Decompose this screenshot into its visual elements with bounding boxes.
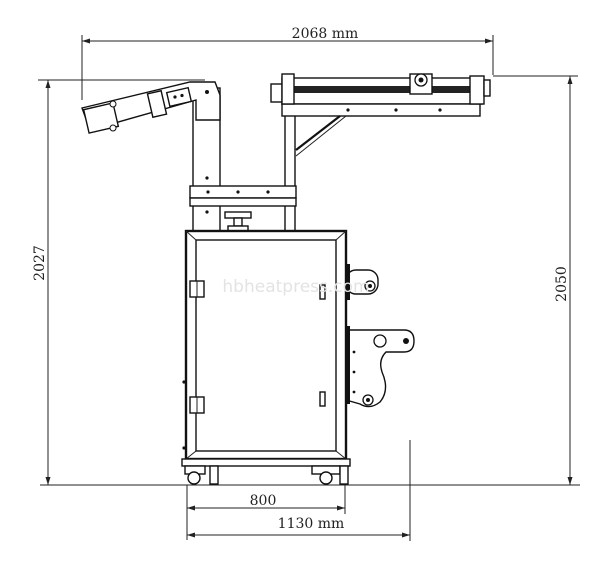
base-inner-width-label: 800 [250, 493, 277, 509]
dimension-left-height: 2027 [32, 79, 205, 485]
watermark-text: hbheatpress.com [222, 277, 369, 297]
column-cross-beam [189, 176, 297, 214]
left-height-label: 2027 [32, 245, 48, 281]
base-outer-width-label: 1130 mm [278, 516, 345, 532]
dimension-right-height: 2050 [493, 75, 578, 485]
right-caster-wheel [311, 465, 349, 485]
main-cabinet [182, 229, 348, 461]
diagonal-brace [295, 115, 341, 151]
dimension-base-inner-width: 800 [186, 485, 346, 540]
door-latch-upper [319, 284, 326, 300]
left-caster-wheel [184, 465, 219, 485]
top-right-rail [270, 73, 491, 117]
upper-side-roller [345, 264, 379, 300]
top-valve-fixture [224, 211, 252, 233]
lower-side-roller-bracket [345, 326, 415, 408]
door-latch-lower [319, 391, 326, 407]
base-frame [181, 458, 351, 467]
dimension-top-width: 2068 mm [81, 26, 494, 100]
dimension-base-outer-width: 1130 mm [187, 440, 411, 541]
top-width-label: 2068 mm [292, 26, 359, 42]
right-height-label: 2050 [554, 266, 570, 302]
upper-left-arm [81, 81, 221, 134]
